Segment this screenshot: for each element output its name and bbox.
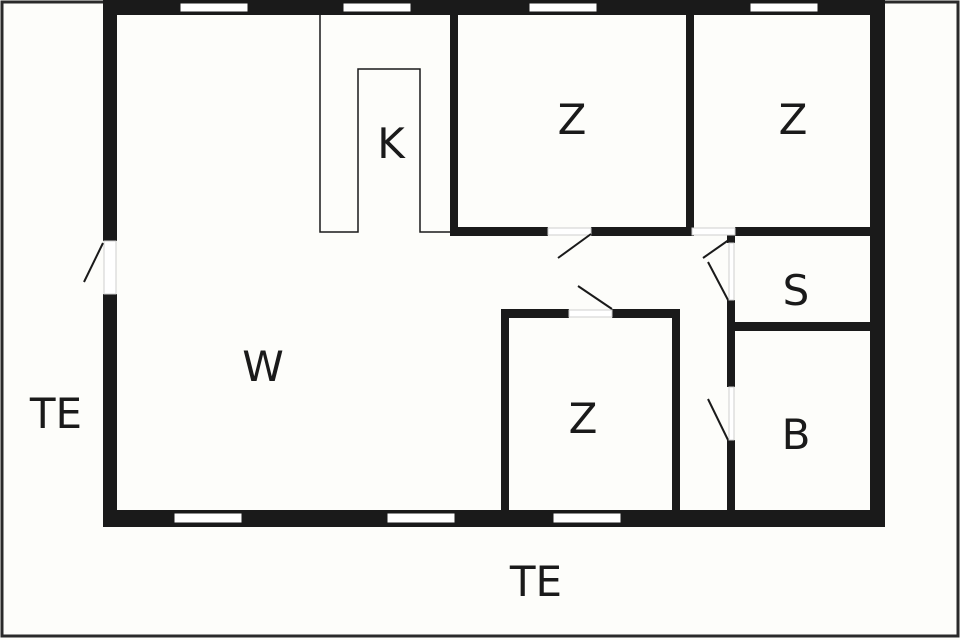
room-label-bathroom: B bbox=[781, 410, 811, 459]
kitchen-counter bbox=[319, 15, 450, 233]
door-bedroom-1 bbox=[557, 233, 592, 259]
room-label-kitchen: K bbox=[377, 119, 405, 168]
door-openings bbox=[103, 227, 736, 441]
windows bbox=[173, 2, 819, 524]
door-entrance bbox=[83, 242, 104, 283]
window bbox=[179, 2, 249, 13]
door-bathroom bbox=[707, 398, 729, 441]
window bbox=[749, 2, 819, 13]
door-bedroom-2 bbox=[702, 236, 734, 259]
room-label-living: W bbox=[242, 342, 284, 391]
window bbox=[552, 512, 622, 524]
window bbox=[528, 2, 598, 13]
room-label-bedroom-2: Z bbox=[778, 95, 808, 144]
door-swings bbox=[83, 233, 734, 441]
room-label-bedroom-3: Z bbox=[568, 394, 598, 443]
window bbox=[342, 2, 412, 13]
exterior-walls bbox=[103, 0, 885, 527]
window bbox=[386, 512, 456, 524]
room-label-bedroom-1: Z bbox=[557, 95, 587, 144]
terrace-label-bottom: TE bbox=[509, 557, 563, 606]
room-label-storage: S bbox=[782, 266, 810, 315]
window bbox=[173, 512, 243, 524]
door-bedroom-3 bbox=[577, 285, 613, 310]
door-storage bbox=[707, 261, 729, 301]
terrace-label-left: TE bbox=[29, 389, 83, 438]
